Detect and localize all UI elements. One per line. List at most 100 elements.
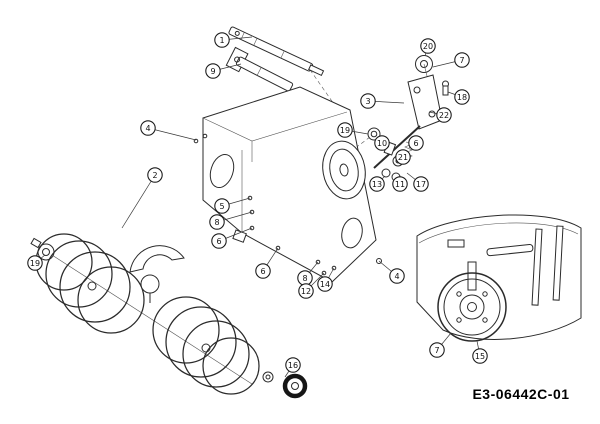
callout-circle (298, 283, 314, 299)
callout-number: 5 (219, 202, 224, 211)
axle-stub (376, 258, 382, 264)
auger-spiral-blade (152, 296, 220, 364)
callout-number: 14 (320, 280, 330, 289)
bolt-dot (321, 270, 327, 276)
bolt-dot (275, 245, 281, 251)
shaft-sleeve (225, 46, 294, 92)
shaft-tip (308, 64, 325, 77)
callout-circle (395, 149, 411, 165)
callout-number: 16 (288, 361, 298, 370)
auger-spiral-blade (182, 320, 250, 388)
flange-hole (234, 56, 241, 63)
callout-19: 19 (337, 122, 369, 138)
callout-number: 20 (423, 42, 433, 51)
assembly-axis-line (305, 63, 337, 108)
shaft-groove (253, 38, 258, 46)
side-panel-cutout (209, 153, 235, 189)
sleeve-groove (256, 67, 262, 76)
callout-number: 11 (395, 180, 405, 189)
callout-5: 5 (214, 197, 251, 214)
callout-circle (454, 89, 470, 105)
bracket-hole (428, 110, 436, 118)
auger-shaft-axis-line (37, 245, 253, 385)
callout-22: 22 (428, 107, 452, 123)
callout-number: 6 (216, 237, 221, 246)
callout-circle (337, 122, 353, 138)
axle-cylinder (486, 244, 534, 257)
hub-bolt (482, 291, 488, 297)
bearing-ring (282, 373, 308, 399)
retaining-ring-bore (370, 130, 378, 138)
auger-spiral-blade (45, 240, 113, 308)
callout-number: 7 (434, 346, 439, 355)
callout-2: 2 (121, 167, 163, 229)
auger-opening-inner (329, 148, 359, 192)
shroud-cover (129, 245, 185, 273)
callout-13: 13 (369, 175, 386, 192)
construction-lines (37, 63, 371, 385)
callout-6: 6 (408, 135, 424, 151)
callout-15: 15 (472, 340, 488, 364)
callout-number: 4 (394, 272, 399, 281)
callout-number: 12 (301, 287, 311, 296)
auger-hub (87, 281, 97, 291)
shaft-pin-hole (234, 30, 240, 36)
callout-number: 19 (340, 126, 350, 135)
callout-circle (360, 93, 376, 109)
bolt-dot (331, 265, 337, 271)
shaft-end-bolt-hole (265, 374, 271, 380)
shaft-end-hardware (262, 371, 308, 399)
callout-circle (369, 176, 385, 192)
hub-bolt (456, 291, 462, 297)
callout-number: 6 (260, 267, 265, 276)
bolt-dot (202, 133, 208, 139)
panel-slot (552, 225, 564, 301)
callout-leader-line (147, 127, 197, 141)
auger-hub (201, 343, 211, 353)
callout-4: 4 (378, 260, 405, 284)
spiral-auger-right (152, 296, 260, 395)
friction-wheel (437, 272, 507, 342)
callout-7: 7 (429, 332, 452, 358)
callout-circle (27, 255, 43, 271)
callout-number: 15 (475, 352, 485, 361)
callout-circle (209, 214, 225, 230)
sleeve-body (235, 56, 294, 92)
auger-spiral-blade (202, 337, 260, 395)
wheel-disc (443, 278, 501, 336)
callout-number: 17 (416, 180, 426, 189)
callout-circle (205, 63, 221, 79)
callout-circle (317, 276, 333, 292)
callout-circle (389, 268, 405, 284)
callout-number: 10 (377, 139, 387, 148)
bolt-dot (247, 195, 253, 201)
callout-17: 17 (406, 172, 429, 192)
auger-shaft-assembly (225, 26, 325, 92)
callout-8: 8 (209, 211, 253, 230)
auger-spiral-blade (165, 306, 237, 378)
callout-number: 21 (398, 153, 408, 162)
auger-housing (193, 86, 382, 283)
callout-circle (214, 32, 230, 48)
callout-number: 1 (219, 36, 224, 45)
bolt-dot (315, 259, 321, 265)
callout-number: 4 (145, 124, 150, 133)
callout-number: 18 (457, 93, 467, 102)
panel-bracket (447, 239, 465, 248)
wheel-hub-bore (467, 302, 477, 312)
housing-foot-bracket (232, 229, 247, 243)
callout-number: 22 (439, 111, 449, 120)
gearbox (140, 274, 160, 294)
bearing-ring-bore (291, 382, 299, 390)
bracket-hole (413, 86, 421, 94)
callout-3: 3 (360, 93, 405, 109)
callout-circle (374, 135, 390, 151)
callout-circle (472, 348, 488, 364)
panel-slot (531, 228, 543, 306)
callout-number: 7 (459, 56, 464, 65)
callout-number: 6 (413, 139, 418, 148)
center-gearbox-shroud (129, 245, 185, 303)
idler-wheel-hub (420, 60, 428, 68)
callout-10: 10 (374, 135, 390, 151)
